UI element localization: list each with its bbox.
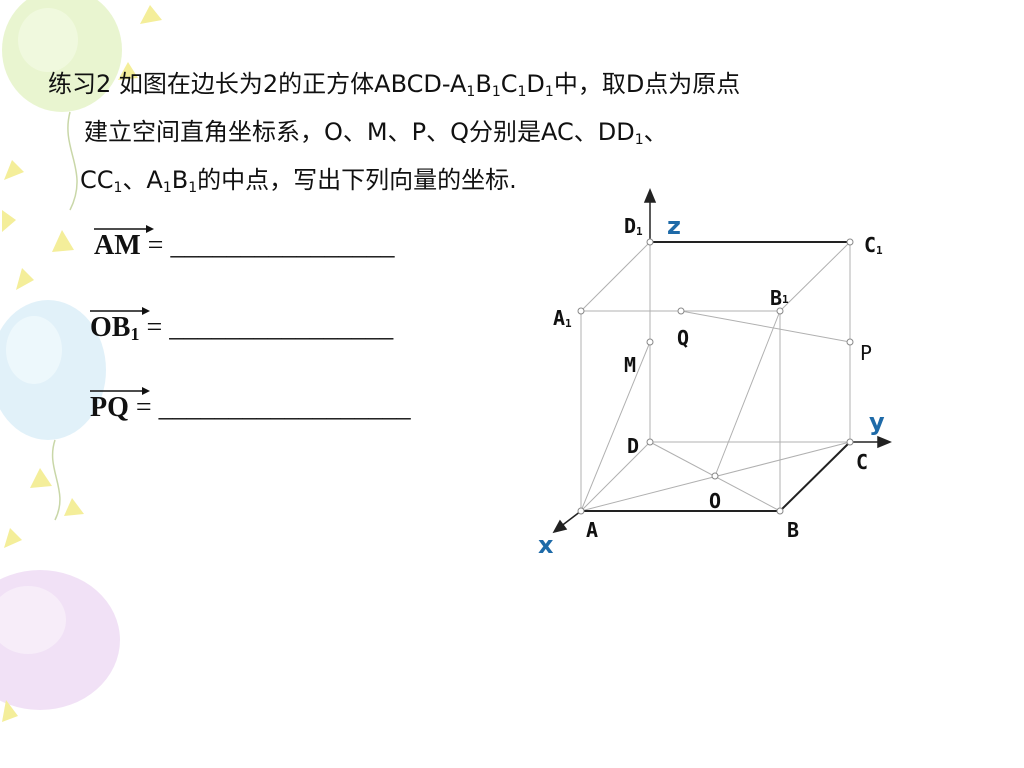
axes <box>552 188 892 534</box>
label-o: O <box>709 489 721 513</box>
segment-a-m <box>580 341 651 512</box>
point-a <box>577 507 585 515</box>
point-c1 <box>846 238 854 246</box>
vector-pq-name: PQ <box>90 387 150 424</box>
z-axis-arrow-icon <box>643 188 657 203</box>
problem-text: 练习2 如图在边长为2的正方体ABCD-A <box>48 70 467 98</box>
label-q: Q <box>677 326 689 350</box>
edge-b1-c1 <box>779 241 851 312</box>
problem-text: 的中点，写出下列向量的坐标. <box>197 166 517 194</box>
label-d: D <box>627 434 639 458</box>
subscript: 1 <box>188 180 198 196</box>
edge-a-d <box>580 441 651 512</box>
point-d1 <box>646 238 654 246</box>
problem-text: 建立空间直角坐标系，O、M、P、Q分别是AC、DD <box>84 118 635 146</box>
label-m: M <box>624 353 636 377</box>
label-b: B <box>787 518 799 542</box>
problem-text: 、A <box>122 166 163 194</box>
problem-text: B <box>171 166 189 194</box>
point-o <box>711 472 719 480</box>
subscript: 1 <box>130 324 140 344</box>
label-z: z <box>667 212 681 240</box>
vector-ob1-name: OB1 <box>90 307 150 345</box>
balloon-strings <box>51 111 78 521</box>
problem-statement: 练习2 如图在边长为2的正方体ABCD-A1B1C1D1中，取D点为原点 建立空… <box>48 64 978 208</box>
problem-text: 、 <box>643 118 668 146</box>
problem-text: 中，取D点为原点 <box>553 70 741 98</box>
y-axis-arrow-icon <box>877 435 892 449</box>
subscript: 1 <box>113 180 123 196</box>
problem-text: CC <box>80 166 114 194</box>
segment-o-b1 <box>714 310 781 477</box>
x-axis <box>559 510 582 528</box>
point-p <box>846 338 854 346</box>
answer-blank[interactable]: = ________________ <box>146 312 394 343</box>
subscript: 1 <box>634 132 644 148</box>
label-d1: D1 <box>624 214 643 238</box>
vector-name-text: OB <box>90 312 131 343</box>
x-axis-arrow-icon <box>552 519 568 534</box>
point-c <box>846 438 854 446</box>
label-c1: C1 <box>864 233 883 257</box>
vector-pq-row: PQ = __________________ <box>90 387 411 424</box>
problem-text: D <box>526 70 545 98</box>
label-p: P <box>860 341 872 365</box>
vector-arrow-icon <box>90 307 150 315</box>
point-q <box>677 307 685 315</box>
problem-line-1: 练习2 如图在边长为2的正方体ABCD-A1B1C1D1中，取D点为原点 <box>48 64 978 112</box>
point-d <box>646 438 654 446</box>
subscript: 1 <box>466 84 476 100</box>
point-b <box>776 507 784 515</box>
answer-blank[interactable]: = ________________ <box>147 230 395 261</box>
label-c: C <box>856 450 868 474</box>
balloon-green <box>2 0 122 112</box>
vector-name-text: AM <box>94 230 141 261</box>
answer-blank[interactable]: = __________________ <box>135 392 411 423</box>
balloon-blue <box>0 300 106 440</box>
bold-edges <box>581 241 851 512</box>
point-a1 <box>577 307 585 315</box>
label-b1: B1 <box>770 286 789 310</box>
vertex-dots <box>577 238 854 515</box>
problem-text: B <box>475 70 492 98</box>
subscript: 1 <box>544 84 554 100</box>
helper-lines <box>580 241 851 512</box>
subscript: 1 <box>491 84 501 100</box>
label-a1: A1 <box>553 306 572 330</box>
subscript: 1 <box>517 84 527 100</box>
confetti-shapes <box>2 5 162 722</box>
problem-line-2: 建立空间直角坐标系，O、M、P、Q分别是AC、DD1、 <box>48 112 978 160</box>
vector-arrow-icon <box>94 225 154 233</box>
vector-ob1-row: OB1 = ________________ <box>90 307 394 345</box>
problem-line-3: CC1、A1B1的中点，写出下列向量的坐标. <box>48 160 978 208</box>
vector-am-name: AM <box>94 225 154 262</box>
vector-am-row: AM = ________________ <box>94 225 395 262</box>
label-a: A <box>586 518 598 542</box>
edge-b-c <box>779 441 851 512</box>
vector-name-text: PQ <box>90 392 129 423</box>
label-y: y <box>869 408 885 436</box>
point-b1 <box>776 307 784 315</box>
label-x: x <box>538 531 554 559</box>
point-m <box>646 338 654 346</box>
edge-a1-d1 <box>580 241 651 312</box>
balloon-purple <box>0 570 120 710</box>
vector-arrow-icon <box>90 387 150 395</box>
problem-text: C <box>500 70 518 98</box>
segment-p-q <box>680 310 851 343</box>
subscript: 1 <box>162 180 172 196</box>
